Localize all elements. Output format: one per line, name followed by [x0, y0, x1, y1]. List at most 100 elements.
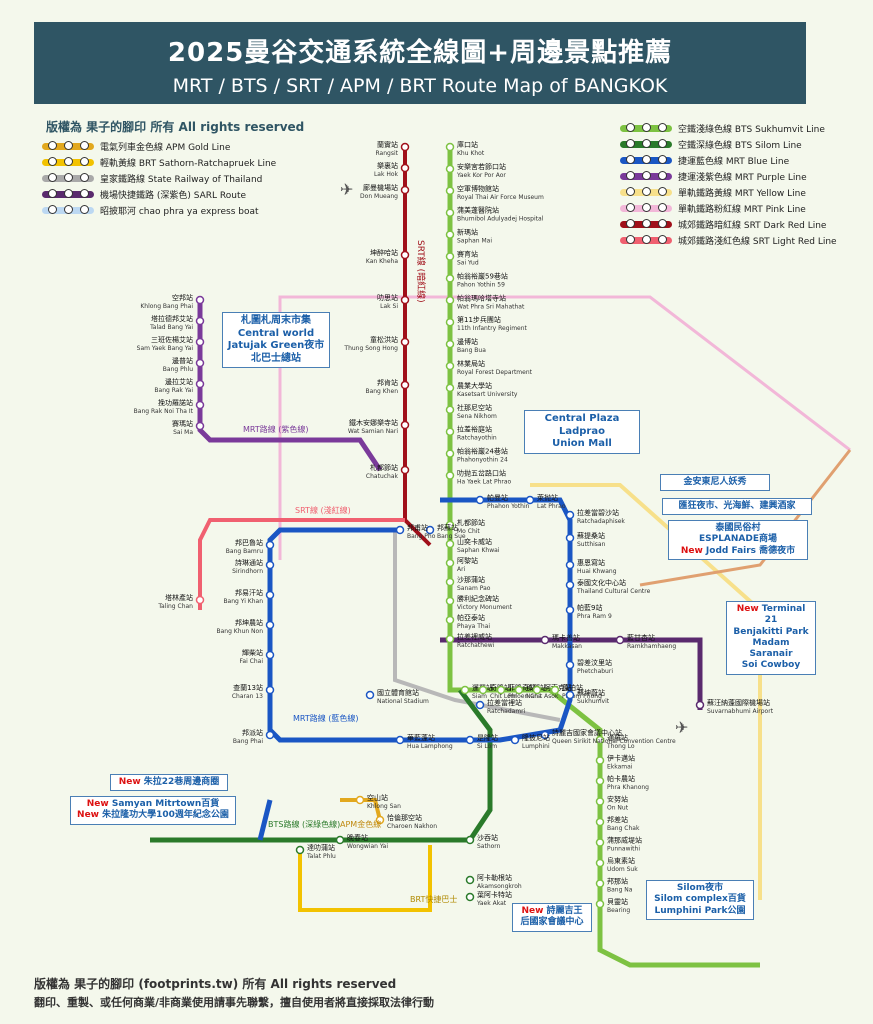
station-name-en: Talad Bang Yai — [149, 324, 193, 331]
station-dot — [595, 797, 605, 806]
station-dot — [365, 690, 375, 700]
station-name-en: Charan 13 — [232, 693, 263, 700]
station-name-en: Ratchathewi — [457, 642, 495, 649]
callout-yaowarat: New 朱拉22巷周邊商圈 — [110, 774, 228, 792]
station-name-zh: 恰倫那空站 — [387, 813, 422, 822]
station-name-en: Lumphini — [522, 743, 550, 750]
station-name-zh: 邦差站 — [607, 815, 628, 824]
station-name-zh: 拉差當裡站 — [487, 698, 522, 707]
station-dot — [445, 296, 455, 305]
station-dot — [265, 540, 275, 550]
legend-label: 空鐵深綠色線 BTS Silom Line — [678, 140, 802, 151]
station-dot — [445, 274, 455, 283]
station-name-zh: 烏東素站 — [607, 856, 635, 865]
station-dot — [565, 533, 575, 543]
station-name-en: Lat Phrao — [537, 503, 566, 510]
station-name-zh: 達叻蒲站 — [307, 843, 335, 852]
station-dot — [445, 539, 455, 549]
station-name-en: National Stadium — [377, 698, 429, 705]
station-name-en: Yaek Kor Por Aor — [456, 172, 506, 179]
station-name-zh: 挽功羅諾站 — [158, 398, 193, 407]
station-dot — [695, 700, 705, 710]
station-name-zh: 社那尼空站 — [457, 403, 492, 412]
station-name-en: Sanam Pao — [457, 585, 491, 592]
station-name-en: Sukhumvit — [577, 698, 610, 705]
station-dot — [195, 358, 205, 368]
station-name-zh: 札都節站 — [457, 518, 485, 527]
legend-item: 輕軌黃線 BRT Sathorn-Ratchapruek Line — [42, 154, 276, 170]
station-name-en: Bang Phai — [233, 738, 263, 745]
station-name-zh: 蘇汪納蓬國際機場站 — [707, 698, 770, 707]
station-name-en: Kan Kheha — [366, 258, 398, 265]
station-name-en: Mo Chit — [457, 528, 480, 535]
station-name-en: Ratchadamri — [487, 708, 526, 715]
station-name-en: Si Lom — [477, 743, 497, 750]
label-srt-light: SRT線 (淺紅線) — [295, 505, 351, 515]
station-name-zh: 邦易汗站 — [235, 588, 263, 597]
station-name-en: Phetchaburi — [577, 668, 613, 675]
station-dot — [445, 383, 455, 393]
station-dot — [400, 142, 410, 152]
legend-item: 城郊鐵路淺紅色線 SRT Light Red Line — [620, 232, 837, 248]
station-dot — [445, 208, 455, 217]
legend-swatch — [620, 234, 672, 244]
srt-light-red-line — [198, 518, 405, 610]
legend-label: 城郊鐵路淺紅色線 SRT Light Red Line — [678, 236, 837, 247]
station-dot — [445, 449, 455, 458]
station-dot — [445, 615, 455, 625]
station-dot — [195, 316, 205, 326]
station-name-zh: 邦坤農站 — [235, 618, 263, 627]
station-name-zh: 第11步兵團站 — [457, 315, 501, 324]
legend-swatch — [620, 202, 672, 212]
station-dot — [532, 685, 542, 695]
legend-swatch — [620, 122, 672, 132]
station-name-en: Phloen Chit — [508, 693, 543, 700]
label-brt: BRT快捷巴士 — [410, 894, 457, 904]
station-dot — [400, 185, 410, 195]
station-dot — [478, 685, 488, 695]
station-dot — [195, 421, 205, 431]
station-name-en: Bang Pho — [407, 533, 436, 540]
callout-jatujak: 札圖札周末市集 Central world Jatujak Green夜市 北巴… — [222, 312, 330, 368]
station-name-en: Taling Chan — [157, 603, 193, 610]
station-dot — [445, 427, 455, 436]
station-name-zh: 碧差汶里站 — [577, 658, 612, 667]
legend-label: 電氣列車金色線 APM Gold Line — [100, 142, 231, 153]
station-name-en: Ramkhamhaeng — [627, 643, 676, 650]
station-name-zh: 蘇坤蔚站 — [577, 688, 605, 697]
legend-label: 機場快捷鐵路 (深紫色) SARL Route — [100, 190, 247, 201]
station-dot — [465, 875, 475, 885]
legend-label: 輕軌黃線 BRT Sathorn-Ratchapruek Line — [100, 158, 277, 169]
station-dot — [540, 730, 550, 740]
station-dot — [445, 577, 455, 587]
station-name-zh: 拉差裡威站 — [457, 632, 492, 641]
station-name-en: Don Mueang — [360, 193, 398, 200]
station-dot — [465, 835, 475, 845]
station-name-zh: 庫口站 — [457, 140, 478, 149]
station-dot — [195, 379, 205, 389]
legend-item: 捷運藍色線 MRT Blue Line — [620, 152, 837, 168]
station-name-en: Yaek Akat — [476, 900, 507, 907]
bts-silom-line — [150, 688, 493, 843]
station-name-zh: 瑪卡善站 — [552, 633, 580, 642]
station-name-en: Saphan Mai — [457, 238, 492, 245]
legend-item: 電氣列車金色線 APM Gold Line — [42, 138, 276, 154]
callout-samyan: New Samyan Mitrtown百貨 New 朱拉隆功大學100週年紀念公… — [70, 796, 236, 825]
legend-item: 皇家鐵路線 State Railway of Thailand — [42, 170, 276, 186]
station-name-en: Ekkamai — [607, 764, 633, 771]
station-dot — [595, 879, 605, 888]
station-name-zh: 札都節站 — [370, 463, 398, 472]
station-name-en: Chit Lom — [490, 693, 517, 700]
station-name-en: Royal Thai Air Force Museum — [457, 194, 544, 201]
station-name-en: Asok — [544, 693, 559, 700]
legend-swatch — [42, 156, 94, 166]
station-dot — [540, 635, 550, 645]
station-dot — [445, 361, 455, 371]
station-name-zh: 沙吞站 — [477, 833, 498, 842]
pink-line — [278, 295, 851, 560]
station-name-zh: 邦甫站 — [407, 523, 428, 532]
station-name-zh: 葉阿卡特站 — [477, 890, 512, 899]
legend-item: 單軌鐵路黃線 MRT Yellow Line — [620, 184, 837, 200]
